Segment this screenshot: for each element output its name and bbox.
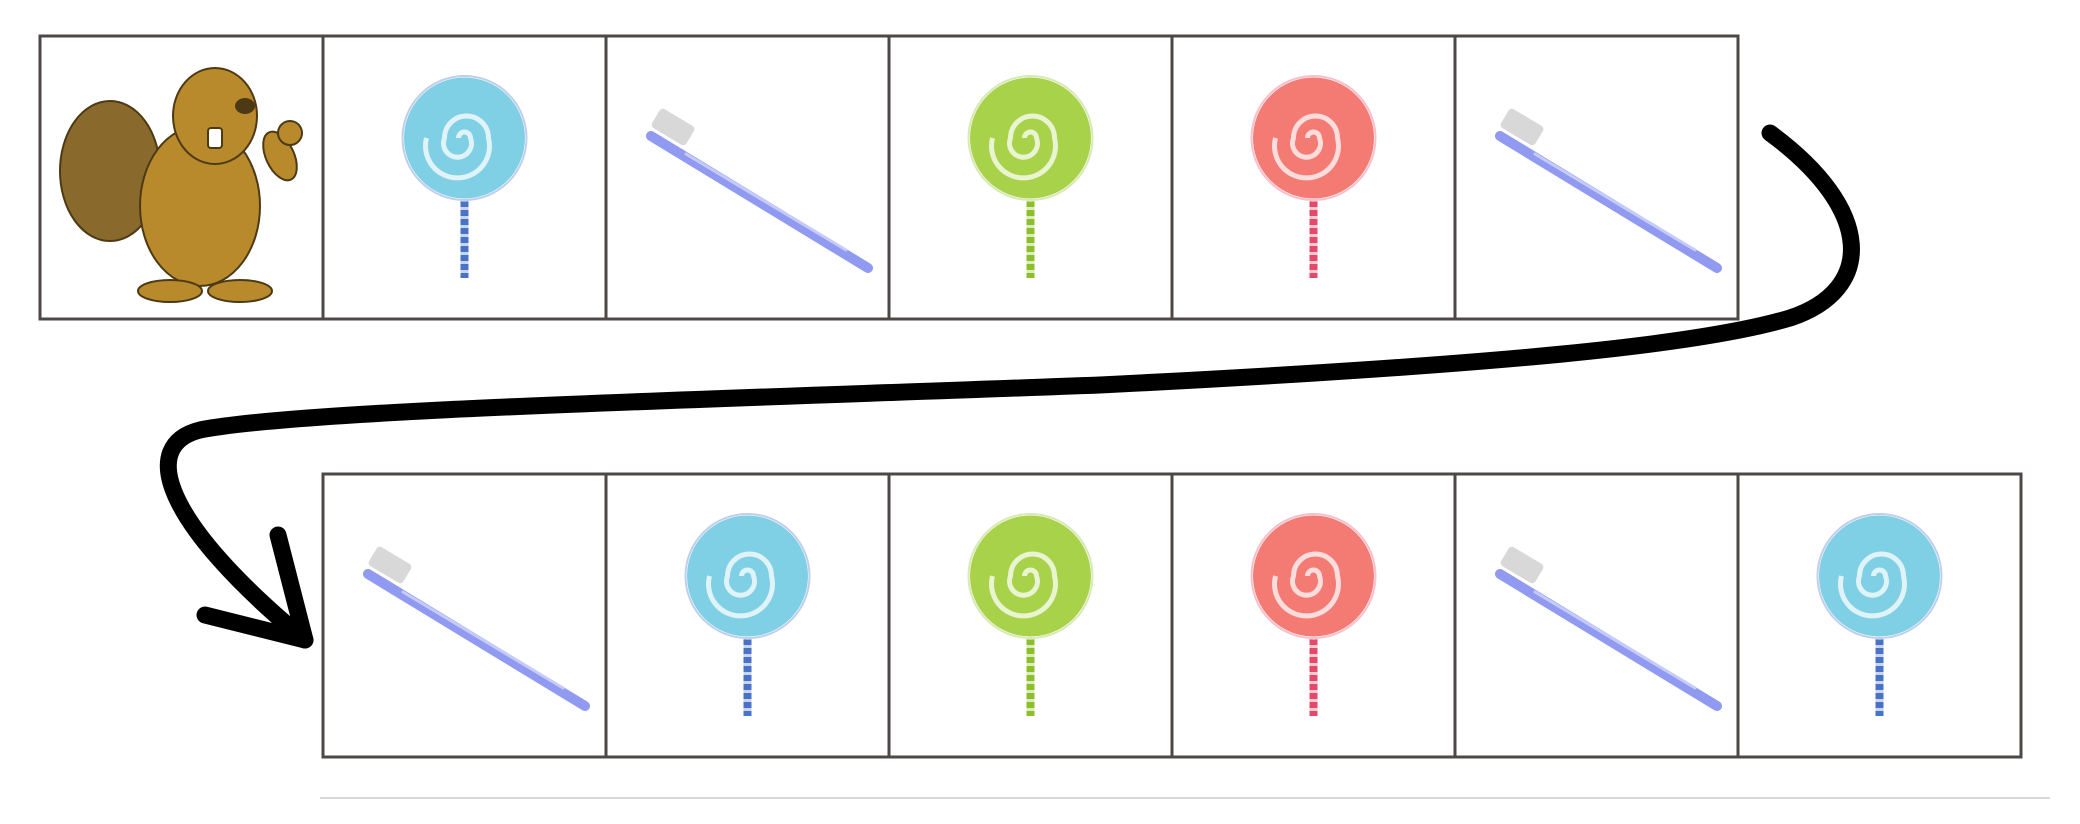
sequence-cell — [1170, 472, 1457, 759]
sequence-cell — [1736, 472, 2023, 759]
cell-frame — [1453, 34, 1740, 321]
sequence-cell — [1453, 34, 1740, 321]
lollipop-blue-icon — [401, 74, 528, 278]
cell-frame — [604, 34, 891, 321]
sequence-row-bottom — [321, 472, 2023, 759]
sequence-cell — [1170, 34, 1457, 321]
sequence-cell — [887, 472, 1174, 759]
toothbrush-bristles — [368, 546, 412, 584]
toothbrush-handle — [363, 569, 590, 711]
lollipop-green-icon — [967, 74, 1094, 278]
cell-frame — [321, 472, 608, 759]
lollipop-swirl — [706, 551, 775, 619]
toothbrush-icon — [1495, 546, 1722, 711]
beaver-icon — [59, 67, 303, 303]
sequence-cell — [604, 34, 891, 321]
sequence-row-top — [38, 34, 1740, 321]
lollipop-swirl — [989, 551, 1058, 619]
lollipop-red-icon — [1250, 512, 1377, 716]
lollipop-red-icon — [1250, 74, 1377, 278]
sequence-cell — [1453, 472, 1740, 759]
sequence-cell — [321, 34, 608, 321]
toothbrush-handle — [1495, 569, 1722, 711]
lollipop-swirl — [1272, 113, 1341, 181]
lollipop-swirl — [989, 113, 1058, 181]
sequence-cell — [38, 34, 325, 321]
lollipop-blue-icon — [1816, 512, 1943, 716]
lollipop-blue-icon — [684, 512, 811, 716]
toothbrush-handle — [1495, 131, 1722, 273]
toothbrush-handle — [646, 131, 873, 273]
toothbrush-bristles — [1500, 108, 1544, 146]
lollipop-green-icon — [967, 512, 1094, 716]
toothbrush-bristles — [1500, 546, 1544, 584]
cell-frame — [1453, 472, 1740, 759]
toothbrush-icon — [1495, 108, 1722, 273]
toothbrush-icon — [363, 546, 590, 711]
sequence-cell — [321, 472, 608, 759]
toothbrush-bristles — [651, 108, 695, 146]
lollipop-swirl — [1838, 551, 1907, 619]
curved-arrow-icon — [160, 124, 1860, 649]
toothbrush-icon — [646, 108, 873, 273]
beaver-drawing — [59, 67, 303, 303]
sequence-cell — [604, 472, 891, 759]
lollipop-swirl — [1272, 551, 1341, 619]
sequence-cell — [887, 34, 1174, 321]
lollipop-swirl — [423, 113, 492, 181]
